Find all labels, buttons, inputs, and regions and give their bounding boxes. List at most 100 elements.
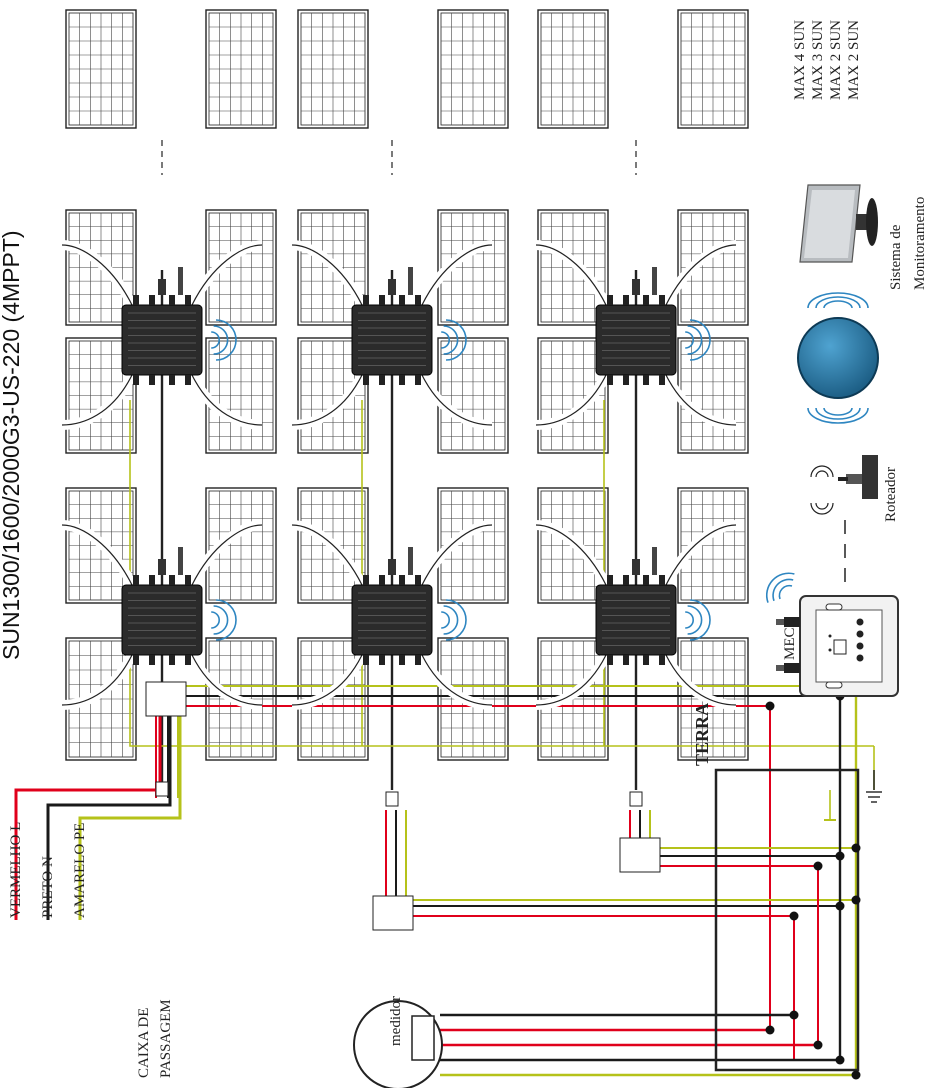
diagram-title: SUN1300/1600/2000G3-US-220 (4MPPT) (0, 230, 24, 660)
ground-wire (129, 400, 874, 747)
yellow-ground-wire (78, 700, 182, 920)
antenna-connector (776, 665, 784, 671)
wifi-signal-icon (445, 599, 467, 641)
microinverter (291, 240, 493, 430)
wifi-signal-icon (810, 465, 834, 478)
wifi-signal-icon (807, 292, 869, 309)
solar-panel (65, 637, 137, 761)
microinverter (61, 240, 263, 430)
junction-box (372, 895, 414, 931)
devices (145, 184, 899, 1088)
mecd-led (828, 634, 832, 638)
mecd-led (828, 648, 832, 652)
router-label: Roteador (883, 467, 899, 522)
solar-panel (297, 9, 369, 129)
wifi-signal-icon (685, 331, 694, 349)
microinverter (535, 520, 737, 710)
monitoring-label-line1: Sistema de (888, 224, 904, 290)
solar-panel (677, 9, 749, 129)
wifi-signal-icon (765, 572, 795, 603)
solar-panel (437, 9, 509, 129)
max-note-2: MAX 3 SUN (810, 19, 826, 100)
black-neutral-wire (46, 700, 172, 920)
wifi-signal-icon (441, 331, 450, 349)
red-line-wire (14, 700, 162, 920)
mecd-button-icon (856, 618, 864, 626)
wifi-signal-icon (211, 611, 220, 629)
wifi-signal-icon (443, 325, 459, 355)
wifi-signal-icon (807, 407, 869, 424)
microinverter (291, 520, 493, 710)
mecd-panel (815, 609, 883, 683)
junction-box-label-line1: CAIXA DE (136, 1007, 152, 1078)
solar-panel (65, 9, 137, 129)
red-line-wire (386, 915, 795, 1060)
terminal-dot (835, 901, 845, 911)
mecd-button-icon (856, 642, 864, 650)
monitoring-label-line2: Monitoramento (912, 196, 928, 290)
wifi-signal-icon (213, 605, 229, 635)
cable-connector (629, 791, 643, 807)
solar-panel (437, 337, 509, 454)
wifi-signal-icon (823, 407, 853, 416)
distribution-panel (714, 768, 860, 1072)
wifi-signal-icon (441, 611, 450, 629)
cable-connector (155, 781, 169, 797)
wifi-signal-icon (445, 319, 467, 361)
terminal-dot (851, 843, 861, 853)
solar-panel (205, 9, 277, 129)
ground-label: TERRA (692, 702, 712, 766)
legend-black-label: PRETO N (40, 856, 56, 918)
monitor-screen (804, 190, 855, 258)
wifi-signal-icon (815, 296, 861, 309)
legend-red-label: VERMELHO L (8, 821, 24, 918)
wifi-signal-icon (689, 319, 711, 361)
mount-slot (825, 603, 843, 611)
solar-panel-array (65, 9, 749, 761)
monitor-base (866, 198, 878, 246)
junction-box-label-line2: PASSAGEM (158, 999, 174, 1078)
mecd-display (833, 639, 847, 655)
max-note-4: MAX 2 SUN (846, 19, 862, 100)
solar-panel (205, 337, 277, 454)
antenna-connector (784, 617, 800, 627)
terminal-dot (851, 895, 861, 905)
meter-display (411, 1015, 435, 1061)
router-icon (838, 477, 848, 481)
cable-connector (385, 791, 399, 807)
legend-yellow-label: AMARELO PE (72, 822, 88, 918)
mecd-button-icon (856, 630, 864, 638)
wifi-signal-icon (687, 605, 703, 635)
terminal-dot (851, 1070, 861, 1080)
terminal-dot (765, 1025, 775, 1035)
terminal-dot (813, 861, 823, 871)
junction-box (619, 837, 661, 873)
wifi-signal-icon (810, 502, 834, 515)
wifi-signal-icon (687, 325, 703, 355)
antenna-connector (784, 663, 800, 673)
mount-slot (825, 681, 843, 689)
cloud-server-icon (797, 317, 879, 399)
microinverter (535, 240, 737, 430)
solar-panel (677, 337, 749, 454)
wifi-signal-icon (211, 331, 220, 349)
wifi-signal-icon (443, 605, 459, 635)
solar-panel (537, 9, 609, 129)
terminal-dot (813, 1040, 823, 1050)
wifi-signal-icon (772, 578, 794, 602)
router-icon (846, 474, 862, 484)
max-note-3: MAX 2 SUN (828, 19, 844, 100)
terminal-dot (835, 851, 845, 861)
monitor-stand (856, 214, 868, 230)
red-line-wire (630, 865, 819, 1045)
terminal-dot (835, 1055, 845, 1065)
max-note-1: MAX 4 SUN (792, 19, 808, 100)
mecd-button-icon (856, 654, 864, 662)
wifi-signal-icon (815, 407, 861, 420)
microinverter (61, 520, 263, 710)
terminal-dot (789, 1010, 799, 1020)
wifi-signal-icon (215, 319, 237, 361)
antenna-connector (776, 619, 784, 625)
wifi-signal-icon (685, 611, 694, 629)
